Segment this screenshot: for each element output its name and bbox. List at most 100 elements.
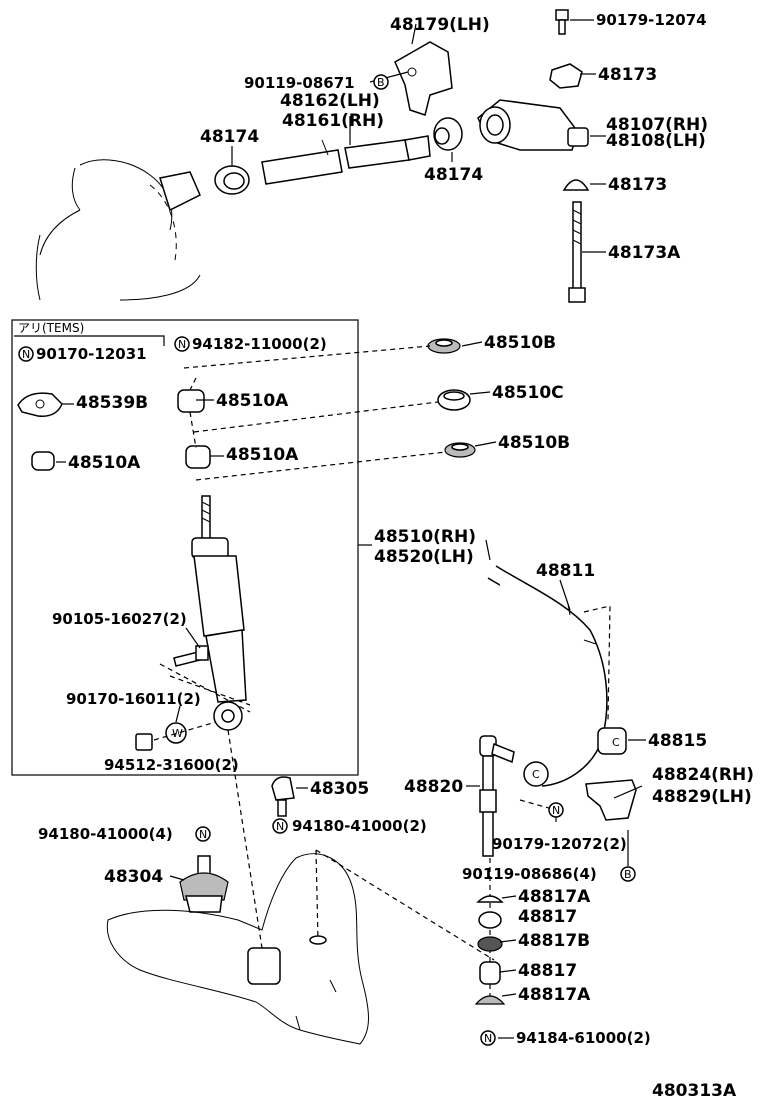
lower-control-arm (106, 853, 369, 1045)
label-94182: 94182-11000(2) (192, 335, 327, 353)
label-94512: 94512-31600(2) (104, 756, 239, 774)
label-48817A-1: 48817A (518, 887, 591, 907)
marker-n-94180-left: N (195, 826, 211, 842)
svg-text:N: N (22, 348, 30, 361)
label-90119-08671: 90119-08671 (244, 74, 355, 92)
svg-text:N: N (199, 828, 207, 841)
label-48179: 48179(LH) (390, 15, 490, 35)
label-48174-mid: 48174 (424, 165, 483, 185)
svg-text:N: N (178, 338, 186, 351)
label-48173-lower: 48173 (608, 175, 667, 195)
label-48829: 48829(LH) (652, 787, 752, 807)
diagram-code: 480313A (652, 1081, 737, 1101)
torsion-arm-48107 (477, 99, 589, 151)
label-48817A-2: 48817A (518, 985, 591, 1005)
svg-text:N: N (484, 1032, 492, 1045)
svg-text:W: W (172, 727, 183, 740)
label-94180-left: 94180-41000(4) (38, 825, 173, 843)
label-48817B: 48817B (518, 931, 590, 951)
label-90170-16011: 90170-16011(2) (66, 690, 201, 708)
tems-header-line (14, 335, 165, 346)
label-48173-top: 48173 (598, 65, 657, 85)
bolt-90179-12074 (555, 9, 569, 35)
svg-text:C: C (612, 736, 620, 749)
link-48820 (479, 735, 515, 857)
label-48161: 48161(RH) (282, 111, 384, 131)
label-48173A: 48173A (608, 243, 681, 263)
bracket-48179 (394, 41, 453, 116)
label-48174-left: 48174 (200, 127, 259, 147)
cap-48173-lower (562, 179, 590, 191)
clamp-48174-left (214, 165, 250, 195)
label-90179-12072: 90179-12072(2) (492, 835, 627, 853)
cushion-48510A-2 (185, 445, 211, 469)
label-48510RH: 48510(RH) (374, 527, 476, 547)
arm-hole (309, 935, 327, 945)
label-94180-right: 94180-41000(2) (292, 817, 427, 835)
label-48305: 48305 (310, 779, 369, 799)
label-48107: 48107(RH) (606, 115, 708, 135)
cushion-48510A-1 (177, 389, 205, 413)
shock-absorber (191, 495, 247, 731)
tems-box (11, 319, 359, 776)
label-90119-08686: 90119-08686(4) (462, 865, 597, 883)
marker-c-stabilizer: C (532, 768, 540, 781)
marker-w-94512: W (172, 727, 183, 740)
label-48510A-1: 48510A (216, 391, 289, 411)
label-48824: 48824(RH) (652, 765, 754, 785)
washer-48510C (437, 389, 471, 411)
label-48510A-3: 48510A (68, 453, 141, 473)
stabilizer-end (523, 761, 549, 787)
label-90105: 90105-16027(2) (52, 610, 187, 628)
nut-48173-top (549, 63, 583, 89)
nut-90170-16011 (135, 733, 153, 751)
label-94184: 94184-61000(2) (516, 1029, 651, 1047)
label-48539B: 48539B (76, 393, 148, 413)
part-48539B (17, 392, 63, 417)
label-48820: 48820 (404, 777, 463, 797)
marker-n-94180-right: N (272, 818, 288, 834)
washer-w-marker (165, 722, 187, 744)
label-48815: 48815 (648, 731, 707, 751)
svg-text:N: N (276, 820, 284, 833)
bolt-90105 (173, 645, 209, 667)
marker-b-90119-08686: B (620, 866, 636, 882)
clamp-48174-mid (433, 117, 463, 151)
marker-b-90119-08671: B (373, 74, 389, 90)
torsion-bar (261, 135, 431, 185)
marker-n-94184: N (480, 1030, 496, 1046)
marker-c-48815: C (612, 736, 620, 749)
bumper-48305 (271, 776, 295, 817)
label-48817-2: 48817 (518, 961, 577, 981)
svg-text:B: B (624, 868, 632, 881)
label-48520LH: 48520(LH) (374, 547, 474, 567)
label-48510B-1: 48510B (484, 333, 556, 353)
bolt-48173A (568, 201, 586, 303)
bumper-48304 (179, 855, 229, 913)
label-48162: 48162(LH) (280, 91, 380, 111)
bushing-48815 (597, 727, 627, 755)
marker-n-94182: N (174, 336, 190, 352)
cushion-48510A-legend (31, 451, 55, 471)
label-48811: 48811 (536, 561, 595, 581)
arm-bracket (247, 947, 281, 985)
label-90179-12074: 90179-12074 (596, 11, 707, 29)
label-48304: 48304 (104, 867, 163, 887)
bracket-48824 (585, 779, 637, 821)
svg-text:N: N (552, 804, 560, 817)
stabilizer-bar (487, 565, 608, 787)
svg-text:C: C (532, 768, 540, 781)
label-48510A-2: 48510A (226, 445, 299, 465)
marker-n-stab-link: N (548, 802, 564, 818)
bushing-stack (474, 895, 506, 1005)
svg-text:B: B (377, 76, 385, 89)
lower-arm-outline (35, 159, 201, 301)
stabilizer-dash (583, 605, 611, 721)
washer-48510B-2 (444, 442, 476, 458)
arm-bushing (159, 171, 201, 212)
label-48510C: 48510C (492, 383, 564, 403)
label-tems: アリ(TEMS) (18, 321, 84, 335)
label-48108: 48108(LH) (606, 131, 706, 151)
label-48510B-2: 48510B (498, 433, 570, 453)
